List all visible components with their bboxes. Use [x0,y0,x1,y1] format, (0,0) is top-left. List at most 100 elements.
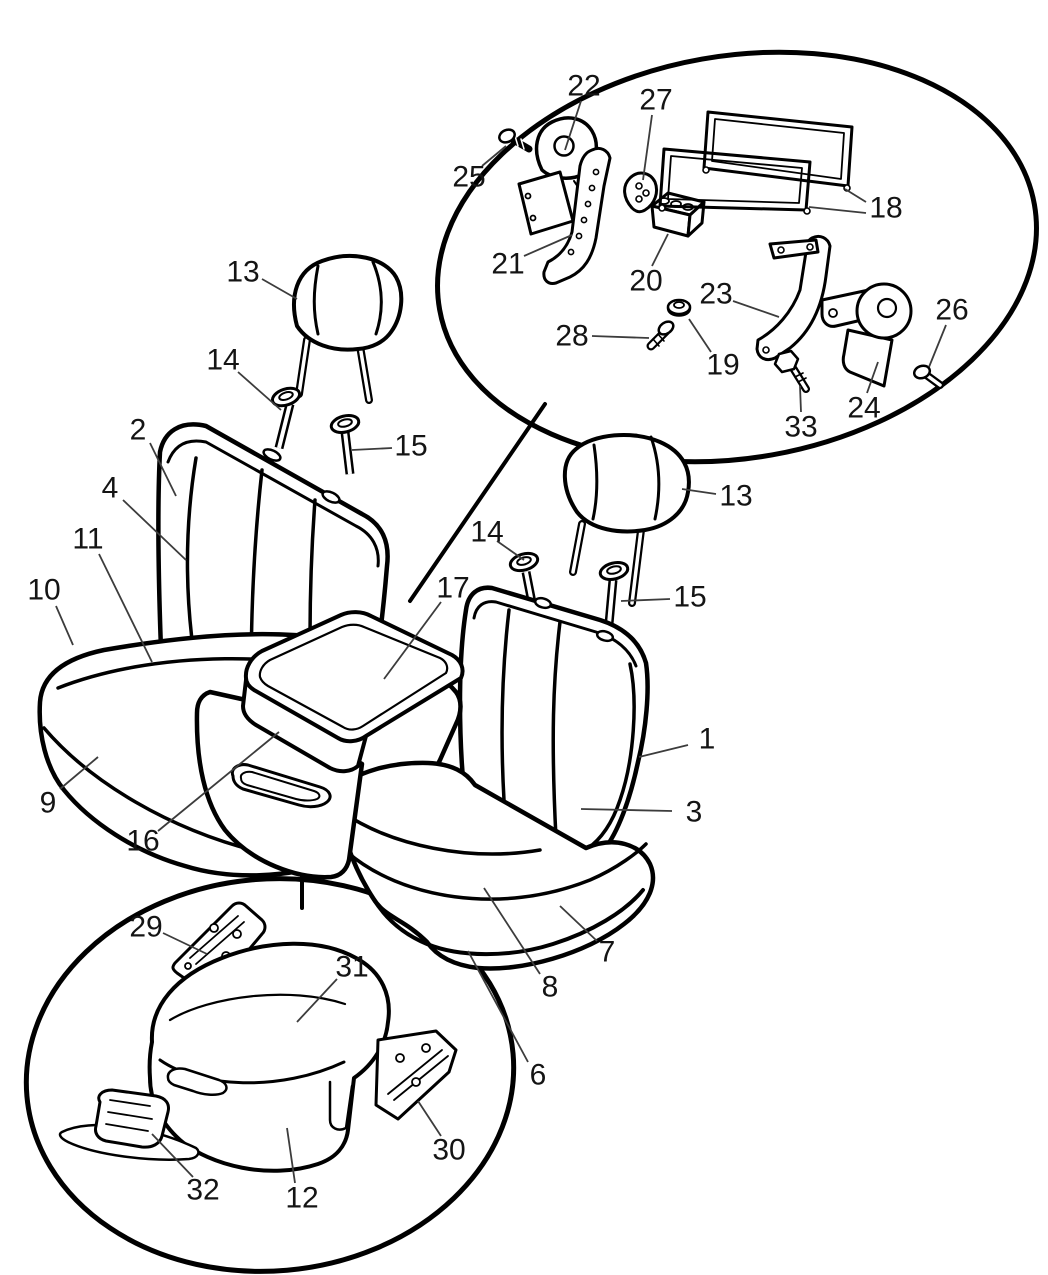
callout-20-label: 20 [629,265,662,298]
callout-17-label: 17 [436,572,469,605]
left-band-hole-1 [262,448,282,462]
callout-6-leader [467,950,529,1063]
console-lid [241,610,465,774]
callout-16-leader [157,731,280,832]
callout-12-label: 12 [285,1182,318,1215]
callout-18-leader [808,206,867,214]
callout-26-leader [928,324,947,368]
callout-4-leader [122,499,187,561]
callout-8-label: 8 [542,971,559,1004]
callout-24-label: 24 [847,392,880,425]
callout-10-label: 10 [27,574,60,607]
callout-15L-leader [351,447,393,451]
callout-22-leader [564,100,582,151]
left-band-hole-2 [321,490,341,504]
callout-10-leader [55,605,74,646]
latch-32 [58,1088,200,1161]
recliner-mechanism-24 [820,282,913,388]
left-headrest-group [292,254,404,404]
hinge-bracket-30 [374,1029,458,1121]
callout-14L-leader [237,371,282,411]
callout-31-label: 31 [335,951,368,984]
callout-11-label: 11 [72,523,103,556]
callout-9-leader [59,756,99,790]
callout-15L-label: 15 [394,430,427,463]
right-headrest-creases [591,435,661,521]
callout-33-label: 33 [784,411,817,444]
top-bubble-connector-line [408,402,547,603]
callout-14R-label: 14 [470,516,503,549]
callout-7-label: 7 [599,936,616,969]
cap-nut-19 [666,298,692,317]
callout-17-leader [383,601,442,680]
bolt-33 [773,349,810,393]
latch-housing [94,1088,170,1149]
callout-31-leader [296,978,338,1023]
callout-2-leader [149,442,177,497]
callout-23-label: 23 [699,278,732,311]
callout-23-leader [732,300,780,318]
callout-11-leader [98,553,153,663]
callout-leader-lines [55,100,947,1184]
console-handle-slot [230,763,332,809]
left-headrest-pillow [292,254,404,352]
callout-14L-label: 14 [206,344,239,377]
callout-22-label: 22 [567,70,600,103]
callout-27-label: 27 [639,84,672,117]
callout-29-leader [162,932,208,955]
right-seat-back-bolster-seam [585,662,636,851]
headrest-guide-14-left [270,386,302,450]
callout-1-leader [638,744,689,758]
callout-14R-leader [496,540,525,561]
right-seat-back-top-band [472,600,638,668]
callout-15R-leader [620,598,671,602]
callout-18-label: 18 [869,192,902,225]
callout-15R-label: 15 [673,581,706,614]
callout-28-leader [591,335,650,339]
callout-30-label: 30 [432,1134,465,1167]
callout-19-label: 19 [706,349,739,382]
callout-12-leader [286,1127,296,1184]
left-seat-back-top-band [166,439,380,568]
callout-3-label: 3 [686,796,703,829]
track-bracket-21 [542,146,612,285]
grommet-27 [623,171,659,214]
bottom-bubble-parts [58,901,458,1173]
callout-20-leader [651,233,669,267]
callout-21-leader [523,234,573,257]
callout-7-leader [559,905,598,942]
armrest-lid-31 [147,941,391,1173]
right-cushion-base-edge [371,888,645,957]
right-headrest-group [562,432,691,607]
armrest-lid-front-slot [166,1067,228,1096]
callout-18-leader [844,188,867,203]
callout-4-label: 4 [102,472,119,505]
left-headrest-posts [295,336,373,404]
callout-30-leader [417,1100,442,1137]
armrest-lid-cup-notch [328,1080,354,1131]
callout-19-leader [688,318,712,353]
callout-24-leader [866,361,879,394]
callout-29-label: 29 [129,911,162,944]
center-console [194,610,465,880]
right-cushion-top-seam [340,810,542,856]
headrest-guide-15-left [329,414,361,475]
screw-25 [498,128,533,153]
callout-13L-leader [261,278,298,300]
console-lid-top-inner-line [258,623,449,731]
right-seat-back-seams [500,608,562,840]
callout-1-label: 1 [699,723,716,756]
top-detail-bubble [435,49,1039,465]
callout-13L-label: 13 [226,256,259,289]
left-headrest-creases [312,260,383,336]
callout-27-leader [642,114,653,181]
callout-25-label: 25 [452,161,485,194]
callout-26-label: 26 [935,294,968,327]
callout-2-label: 2 [130,414,147,447]
callout-33-leader [799,385,802,413]
right-cushion [334,760,656,971]
right-headrest-pillow [562,432,691,534]
map-pocket-frames-18 [658,110,854,215]
